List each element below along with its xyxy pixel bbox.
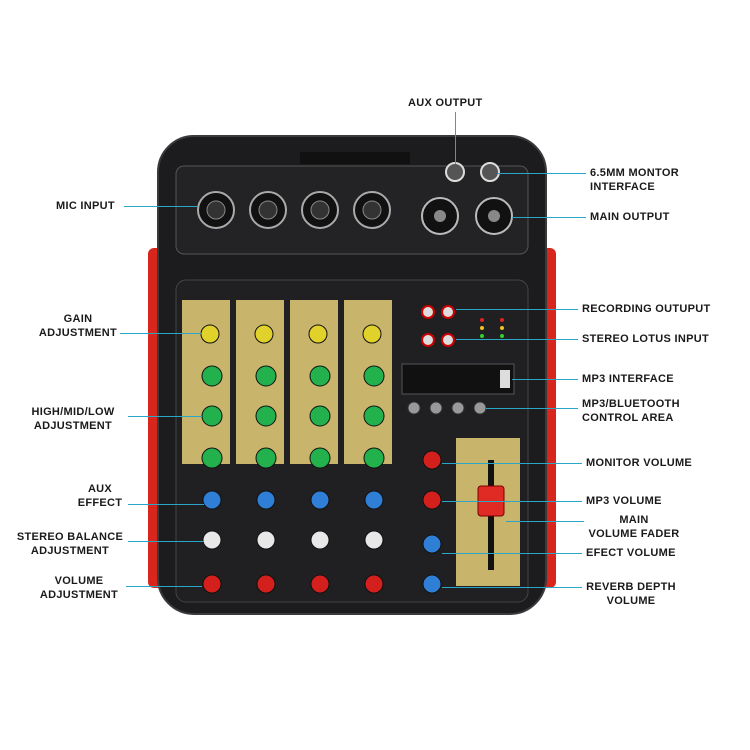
callout-stereo-balance-line1: STEREO BALANCE [16, 531, 124, 543]
callout-mp3-volume: MP3 VOLUME [586, 495, 662, 507]
leader-mp3-volume [442, 501, 582, 502]
leader-monitor-volume [442, 463, 582, 464]
callout-gain-line1: GAIN [63, 313, 93, 325]
callout-gain-line2: ADJUSTMENT [38, 327, 118, 339]
callout-aux-effect-line2: EFFECT [77, 497, 123, 509]
callout-mp3-bluetooth-line2: CONTROL AREA [582, 412, 674, 424]
phone-jack [480, 162, 500, 182]
callout-monitor-volume: MONITOR VOLUME [586, 457, 693, 469]
pan-knobs [202, 530, 384, 550]
callout-volume-adjustment: VOLUME ADJUSTMENT [34, 574, 124, 602]
mp3-display [401, 363, 515, 395]
leader-reverb-depth [442, 587, 582, 588]
callout-monitor-interface-line1: 6.5MM MONTOR [590, 167, 679, 179]
eq-knobs [201, 365, 385, 469]
leader-recording-output [456, 309, 578, 310]
callout-monitor-interface: 6.5MM MONTOR INTERFACE [590, 166, 679, 194]
mp3-buttons [407, 401, 487, 415]
leader-mp3-interface [512, 379, 578, 380]
leader-main-fader [506, 521, 584, 522]
callout-stereo-lotus-input: STEREO LOTUS INPUT [582, 333, 710, 345]
callout-stereo-balance: STEREO BALANCE ADJUSTMENT [14, 530, 126, 558]
callout-mic-input: MIC INPUT [56, 200, 115, 212]
leader-effect-volume [442, 553, 582, 554]
callout-high-mid-low: HIGH/MID/LOW ADJUSTMENT [20, 405, 126, 433]
leader-monitor-interface [498, 173, 586, 174]
callout-aux-effect: AUX EFFECT [70, 482, 130, 510]
mp3-volume-knob [422, 490, 442, 510]
level-leds [480, 318, 504, 338]
callout-reverb-depth: REVERB DEPTH VOLUME [580, 580, 682, 608]
callout-recording-output: RECORDING OUTUPUT [582, 303, 711, 315]
callout-main-fader-line2: VOLUME FADER [588, 528, 680, 540]
aux-knobs [202, 490, 384, 510]
leader-mp3-bluetooth [486, 408, 578, 409]
aux-jack [445, 162, 465, 182]
leader-main-output [512, 217, 586, 218]
callout-mp3-bluetooth-line1: MP3/BLUETOOTH [582, 398, 680, 410]
callout-main-fader-line1: MAIN [619, 514, 649, 526]
leader-mic-input [124, 206, 198, 207]
callout-gain: GAIN ADJUSTMENT [38, 312, 118, 340]
callout-main-output: MAIN OUTPUT [590, 211, 670, 223]
callout-stereo-balance-line2: ADJUSTMENT [30, 545, 110, 557]
leader-high-mid-low [128, 416, 202, 417]
callout-mp3-bluetooth: MP3/BLUETOOTH CONTROL AREA [582, 397, 680, 425]
callout-mp3-interface: MP3 INTERFACE [582, 373, 674, 385]
effect-volume-knob [422, 534, 442, 554]
main-output-jacks [421, 197, 513, 235]
leader-volume-adjustment [126, 586, 202, 587]
leader-stereo-balance [128, 541, 204, 542]
callout-volume-adjustment-line1: VOLUME [54, 575, 104, 587]
leader-gain [120, 333, 202, 334]
callout-monitor-interface-line2: INTERFACE [590, 181, 656, 193]
rca-jacks [421, 305, 455, 347]
callout-high-mid-low-line1: HIGH/MID/LOW [31, 406, 115, 418]
callout-volume-adjustment-line2: ADJUSTMENT [39, 589, 119, 601]
level-knobs [202, 574, 384, 594]
leader-aux-effect [128, 504, 204, 505]
mic-input-jacks [197, 191, 391, 229]
reverb-depth-knob [422, 574, 442, 594]
leader-aux-output [455, 112, 456, 164]
callout-reverb-depth-line1: REVERB DEPTH [586, 581, 676, 593]
callout-main-fader: MAIN VOLUME FADER [586, 513, 682, 541]
callout-effect-volume: EFECT VOLUME [586, 547, 676, 559]
callout-reverb-depth-line2: VOLUME [606, 595, 656, 607]
callout-high-mid-low-line2: ADJUSTMENT [33, 420, 113, 432]
callout-aux-effect-line1: AUX [87, 483, 113, 495]
gain-knobs [200, 324, 382, 344]
callout-aux-output: AUX OUTPUT [408, 97, 483, 109]
usb-port [500, 370, 510, 388]
leader-stereo-lotus-input [456, 339, 578, 340]
monitor-volume-knob [422, 450, 442, 470]
